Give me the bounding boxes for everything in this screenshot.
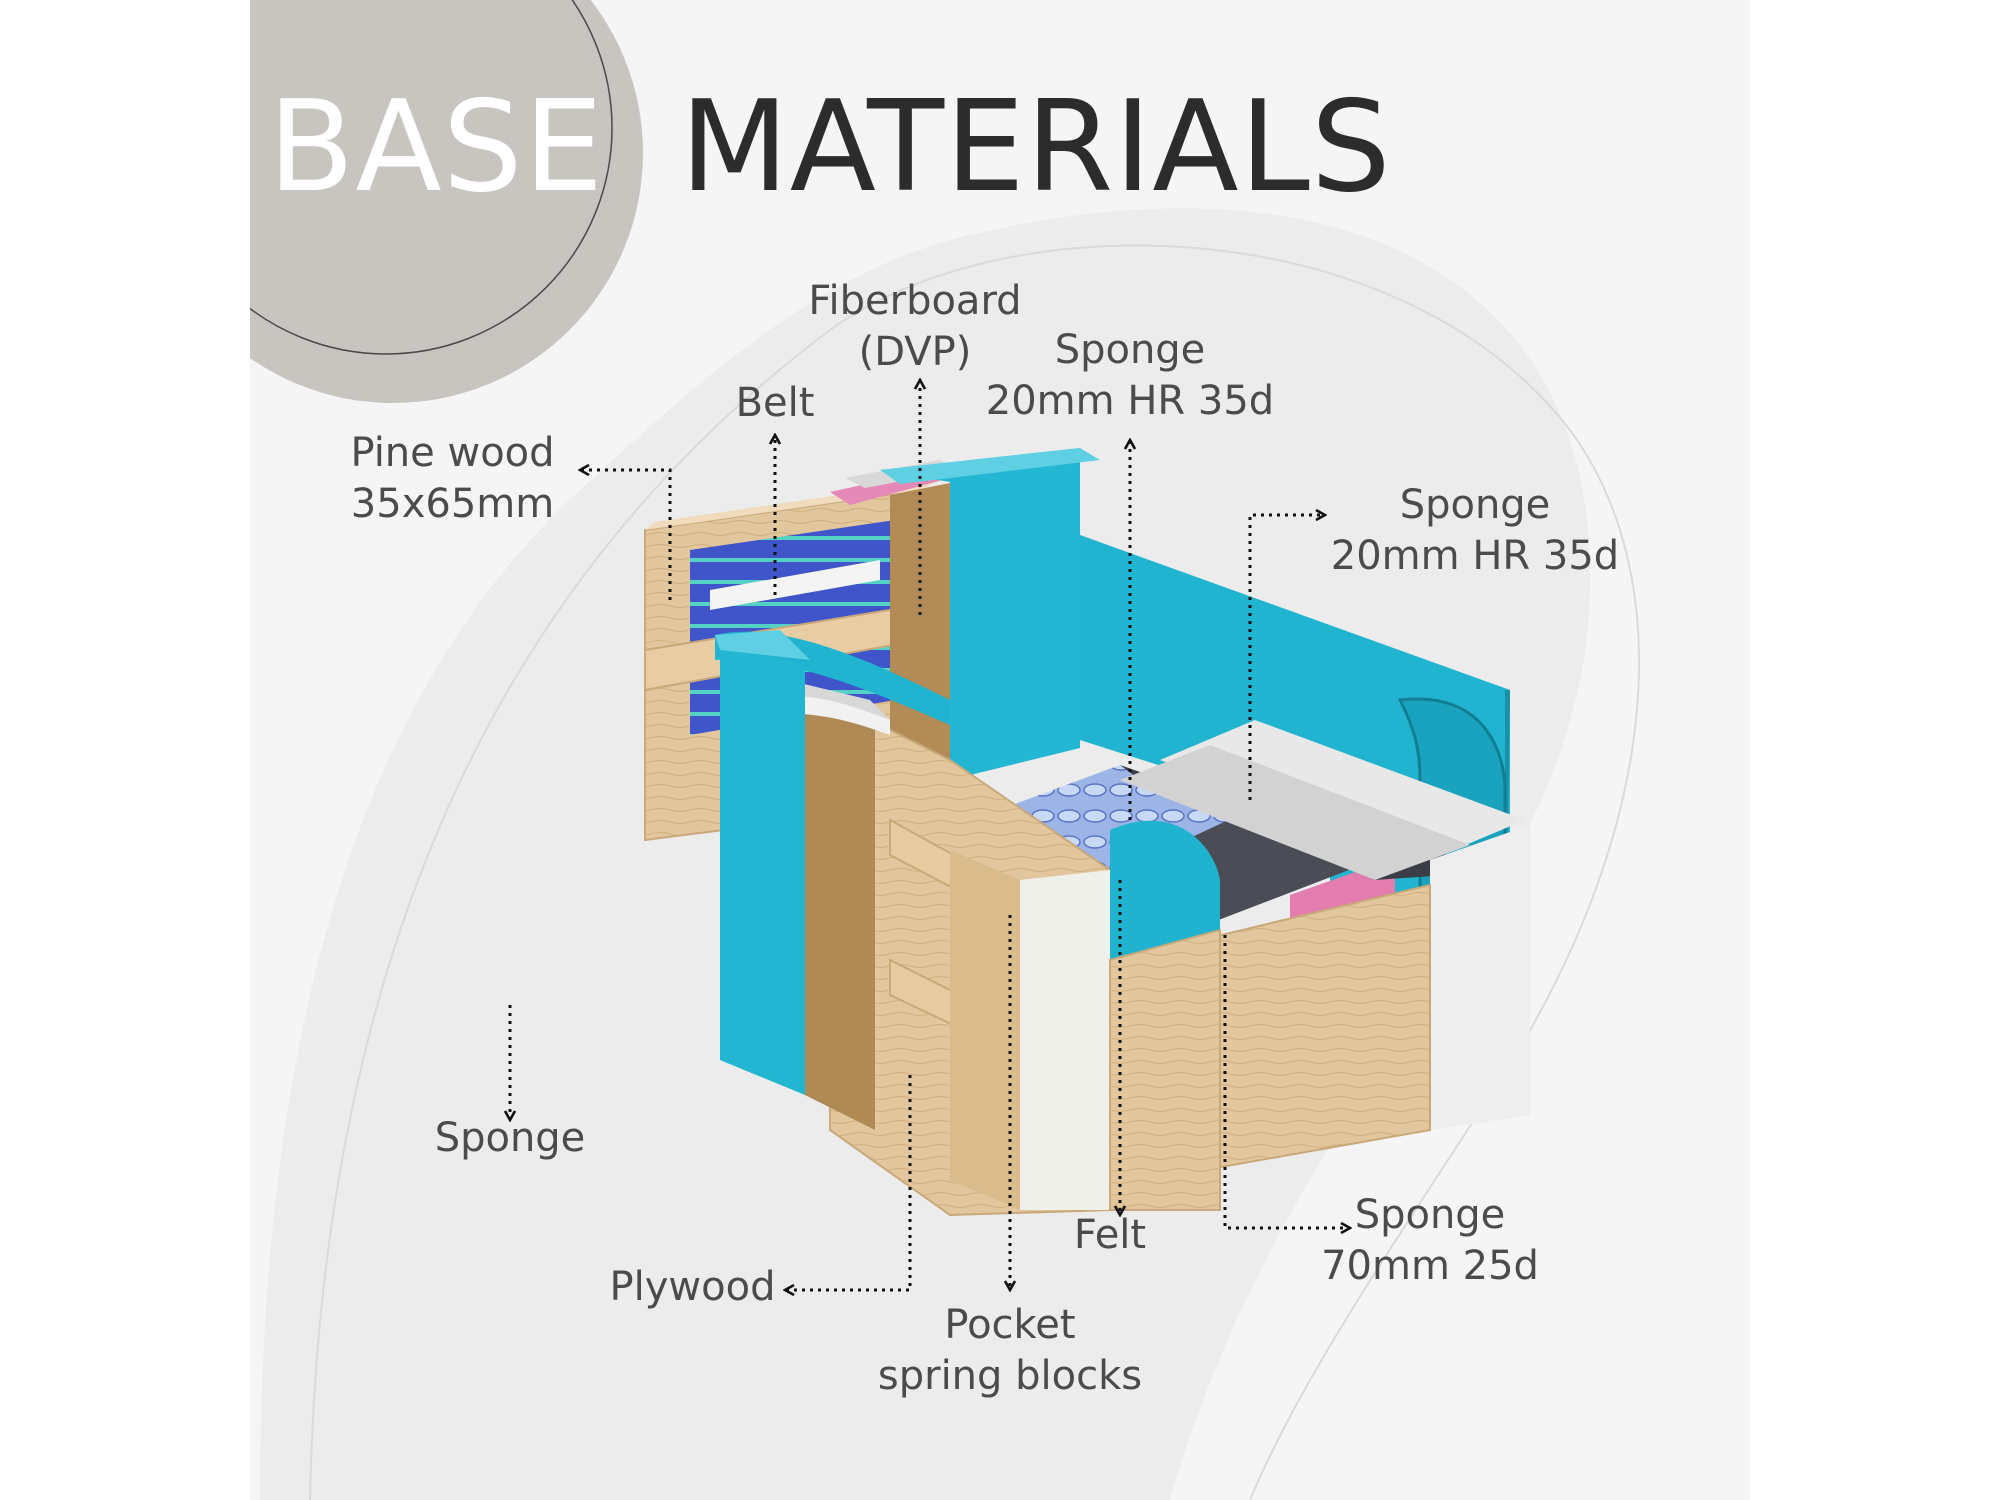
label-sponge-seat: Sponge 70mm 25d bbox=[1321, 1192, 1539, 1289]
front-arm-pad bbox=[1110, 820, 1220, 960]
arm-fiberboard bbox=[805, 700, 875, 1130]
label-felt: Felt bbox=[1073, 1212, 1147, 1258]
left-arm-foam bbox=[720, 645, 805, 1095]
leader-lines bbox=[510, 380, 1350, 1290]
title-circle bbox=[250, 0, 643, 403]
seat-white-foam bbox=[1160, 720, 1525, 860]
label-sponge-back: Sponge 20mm HR 35d bbox=[985, 327, 1275, 424]
label-pocket-springs: Pocket spring blocks bbox=[877, 1302, 1143, 1399]
title-circle-outline bbox=[250, 0, 613, 355]
leader-pine bbox=[580, 470, 672, 600]
leader-sponge-seat bbox=[1223, 935, 1350, 1228]
label-sponge-arm: Sponge bbox=[434, 1115, 586, 1161]
background-outline-curve bbox=[309, 244, 1641, 1500]
sofa-cutaway-diagram bbox=[250, 0, 1641, 1500]
label-belt: Belt bbox=[735, 380, 815, 426]
back-foam bbox=[880, 448, 1080, 780]
leader-plywood bbox=[785, 1075, 912, 1290]
label-sponge-right: Sponge 20mm HR 35d bbox=[1330, 482, 1620, 579]
label-fiberboard: Fiberboard (DVP) bbox=[808, 278, 1022, 375]
seat-side-foam bbox=[1430, 825, 1530, 1130]
title-word-base: BASE bbox=[268, 73, 605, 220]
infographic-card: BASE MATERIALS Fiberboard (DVP) Sponge 2… bbox=[250, 0, 1750, 1500]
title-word-materials: MATERIALS bbox=[680, 73, 1392, 220]
front-arm-post bbox=[1109, 928, 1221, 1211]
label-pine-wood: Pine wood 35x65mm bbox=[350, 430, 555, 527]
label-plywood: Plywood bbox=[609, 1264, 776, 1310]
